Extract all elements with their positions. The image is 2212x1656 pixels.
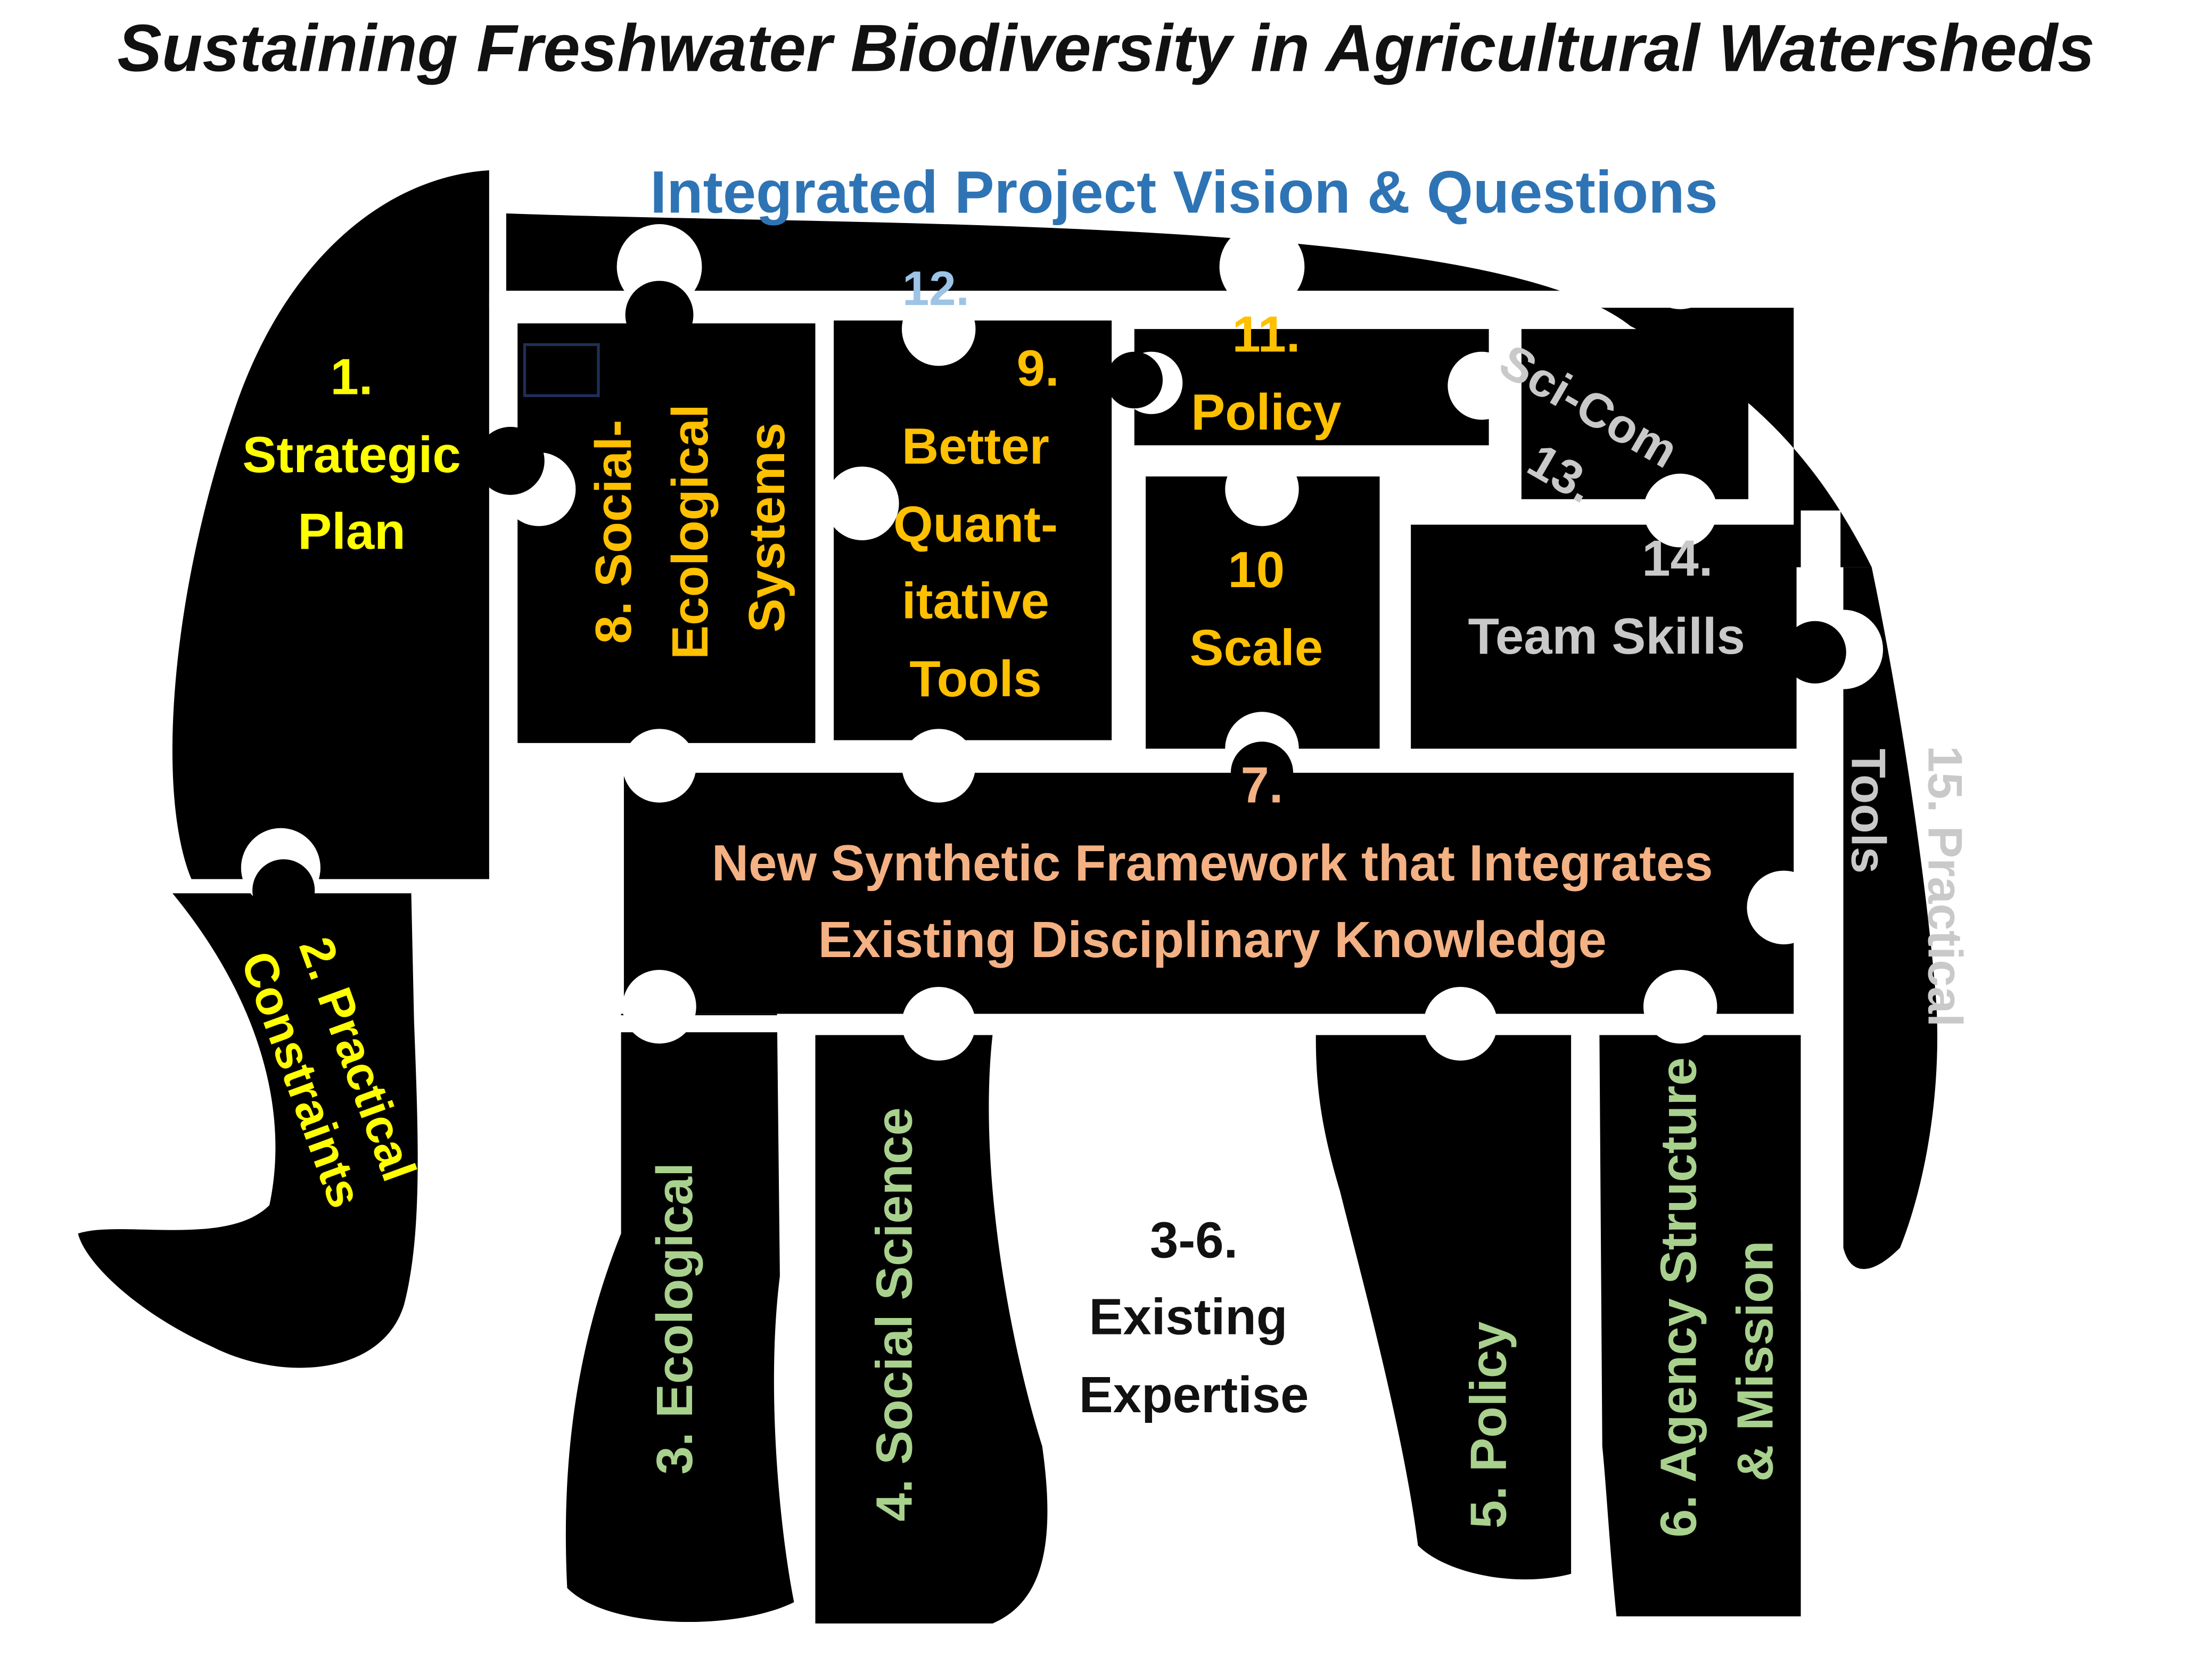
elephant-tail [1843,567,1938,1269]
piece-4-label: 4. Social Science [866,1107,923,1521]
knob-bot-4 [1643,970,1717,1044]
elephant-head [172,170,489,879]
seam-trunk [56,881,412,894]
seam-mid [506,753,1797,768]
knob-bot-3 [1424,986,1498,1061]
piece-13-block [1521,329,1749,499]
puzzle-knobs-black [252,281,1846,922]
piece-9-labels: 9. Better Quant- itative Tools [893,340,1059,707]
piece-3-label: 3. Ecological [646,1163,703,1474]
piece-5-label: 5. Policy [1460,1321,1517,1528]
piece-9-line3: itative [902,572,1049,629]
piece-11-number: 11. [1232,306,1300,363]
piece-11-block [1134,329,1489,446]
knob-left-9 [825,466,899,540]
knob-black-5 [1783,621,1846,683]
leg-social-science [815,1035,1048,1624]
knob-black-4 [252,859,315,922]
piece-15-labels: 15. Practical Tools [1841,746,1971,1027]
knob-12 [901,292,976,366]
piece-36-line3: Expertise [1079,1366,1309,1423]
piece-7-block [623,772,1794,1014]
piece-1-labels: 1. Strategic Plan [242,349,461,560]
knob-10 [1225,452,1299,526]
piece-6-line2: & Mission [1726,1241,1783,1482]
piece-14-number: 14. [1642,530,1713,587]
leg-labels: 3. Ecological 4. Social Science 5. Polic… [646,1057,1784,1537]
piece-8-block [517,323,816,743]
knob-mid-1 [622,729,696,803]
piece-8-line2: Ecological [662,404,719,660]
piece-6-line1: 6. Agency Structure [1650,1057,1707,1537]
knob-top-2 [1219,224,1305,309]
knob-black-3 [1106,351,1163,409]
knob-black-6 [1230,742,1294,804]
piece-36-line2: Existing [1089,1289,1288,1346]
piece-9-number: 9. [1017,340,1059,397]
knob-bot-1 [622,970,696,1044]
piece-9-line2: Quant- [893,496,1058,553]
vision-header: Integrated Project Vision & Questions [650,159,1718,226]
knob-top-1 [616,224,702,309]
piece-15-line2: Tools [1841,748,1895,874]
piece-36-line1: 3-6. [1150,1212,1238,1269]
piece-9-line4: Tools [909,650,1042,707]
piece-11-labels: 11. Policy [1191,306,1341,441]
knob-15-bottom [1747,870,1821,945]
piece-15-line1: 15. Practical [1918,746,1971,1027]
knob-black-1 [625,281,694,349]
leg-ecological [565,1014,794,1622]
knob-mid-2 [901,729,976,803]
piece-11-line1: Policy [1191,384,1341,441]
piece-10-number: 10 [1228,541,1285,598]
piece-14-labels: 14. Team Skills [1468,530,1745,665]
knob-14 [1643,473,1717,548]
piece-14-line1: Team Skills [1468,608,1745,665]
seam-top-vertical [489,149,506,872]
piece-1-line1: Strategic [242,426,461,483]
piece-1-number: 1. [331,349,373,406]
piece-10-labels: 10 Scale [1190,541,1323,676]
piece-8-line1: 8. Social- [585,420,642,644]
elephant-trunk [78,890,418,1368]
knob-13 [1448,351,1516,420]
piece-8-line3: Systems [738,423,795,632]
seam-top [489,291,1872,308]
piece-7-line2: Existing Disciplinary Knowledge [818,911,1607,968]
leg-policy [1315,1035,1572,1580]
piece-7-labels: 7. New Synthetic Framework that Integrat… [712,757,1713,968]
knob-top-3 [1640,229,1720,309]
existing-expertise-labels: 3-6. Existing Expertise [1079,1212,1309,1423]
piece-8-labels: 8. Social- Ecological Systems [585,404,795,660]
diagram-title: Sustaining Freshwater Biodiversity in Ag… [117,11,2094,85]
piece-7-number: 7. [1240,757,1283,814]
piece-7-line1: New Synthetic Framework that Integrates [712,835,1713,892]
knob-bot-2 [901,986,976,1061]
seam-bottom [610,1015,1801,1033]
piece-10-line1: Scale [1190,619,1323,676]
leg-agency [1599,1035,1801,1617]
piece-14-block [1411,524,1797,749]
piece-1-line2: Plan [298,503,405,560]
small-box-outline [523,343,600,397]
piece-9-line1: Better [902,418,1049,475]
knob-black-2 [476,426,545,495]
piece-12-number: 12. [902,262,969,316]
puzzle-pieces [517,320,1797,1014]
